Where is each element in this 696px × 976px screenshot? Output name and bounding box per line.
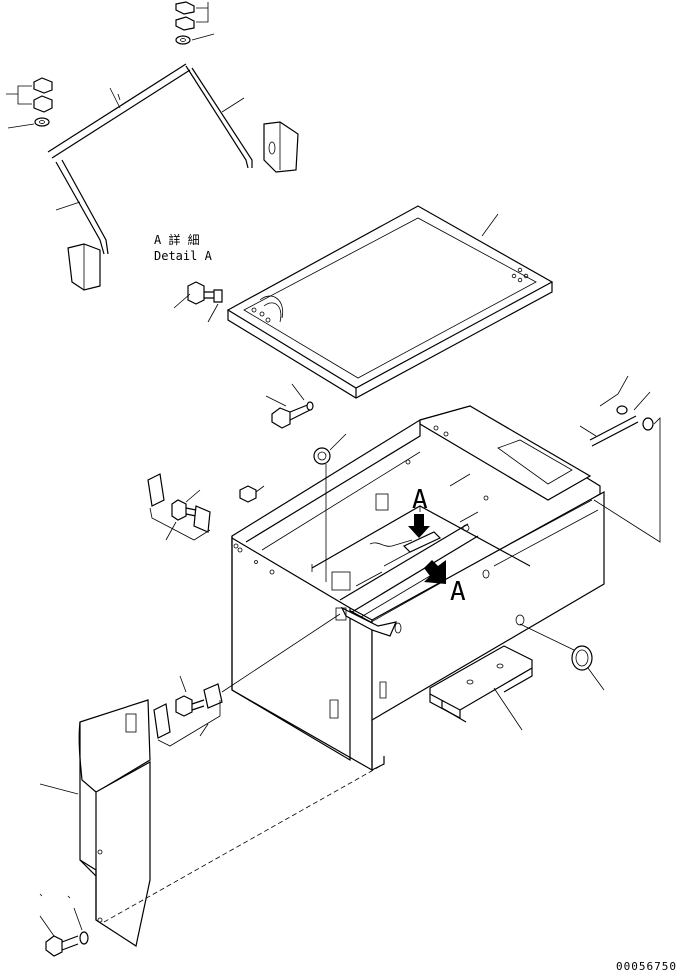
latch-assembly-left [147,473,211,541]
terminal-cover [39,699,385,947]
linkage-rod-right [185,65,253,169]
view-arrow-diagonal [424,560,446,584]
drain-cap [519,623,605,691]
mount-bracket [429,645,533,731]
bracket-left [67,243,101,291]
latch-assembly-lower [153,613,341,747]
nut-top-2 [175,16,195,31]
detail-label-en: Detail A [154,249,213,263]
view-arrow-down [408,514,430,538]
view-marker-1: A [412,485,428,515]
grommet [313,433,347,582]
washer-top [175,35,191,45]
hinge-bolt [265,383,314,429]
rod-right-side [579,375,661,543]
nut-left-1 [33,77,53,94]
linkage-rod-horizontal [47,63,191,159]
nut-top-1 [175,1,195,15]
detail-a-linkage: A 詳 細 Detail A [6,1,299,291]
drawing-number: 00056750 [616,960,677,973]
cover-bolt [39,893,89,957]
detail-label-jp: A 詳 細 [154,232,200,247]
battery-box-lid [226,205,554,399]
view-marker-2: A [450,577,466,607]
linkage-rod-left [55,159,109,255]
nut-left-2 [33,95,53,113]
rim-bolt [239,485,265,503]
latch-bolt [173,281,223,323]
bracket-right [263,121,299,173]
washer-left [34,117,50,127]
battery-box-body: A A [231,405,605,771]
